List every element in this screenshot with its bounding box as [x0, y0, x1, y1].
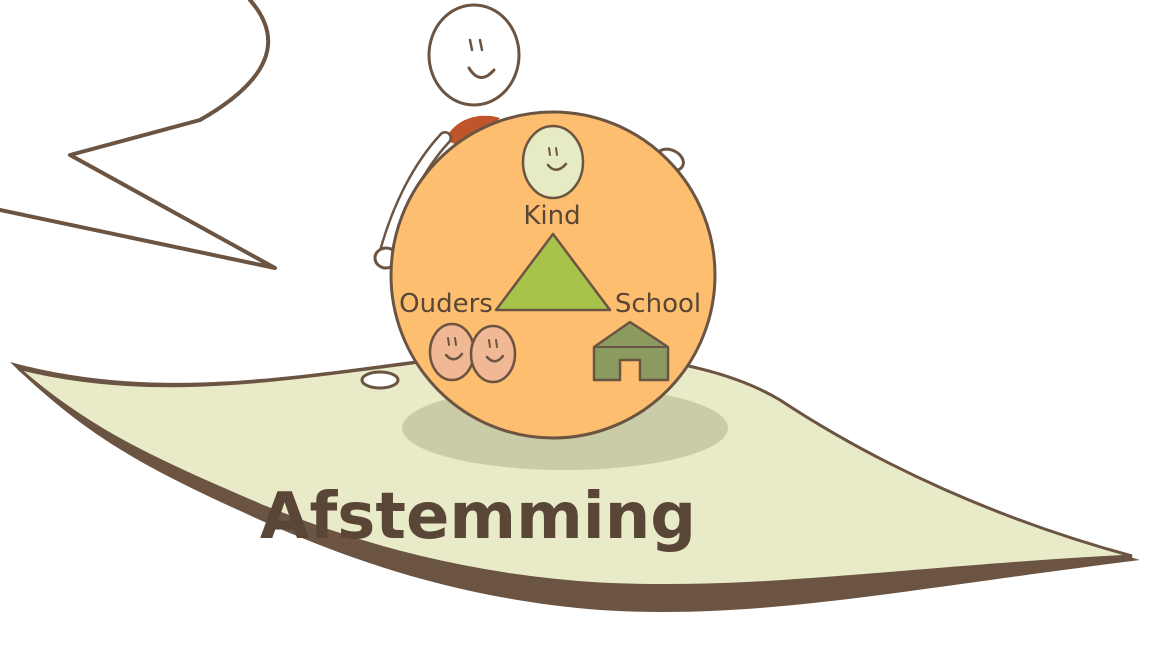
- ball: Kind Ouders School: [389, 110, 717, 440]
- person-left-arm-inner: [379, 133, 450, 263]
- title-afstemming: Afstemming: [260, 480, 696, 554]
- person-foot: [360, 370, 400, 390]
- person-eyes: [468, 38, 484, 52]
- label-ouders: Ouders: [399, 289, 493, 319]
- person-icon: [360, 3, 685, 390]
- zigzag-line: [0, 0, 277, 270]
- person-head: [427, 3, 521, 107]
- house-icon: [592, 320, 670, 382]
- triangle-icon: [494, 232, 612, 312]
- label-school: School: [615, 289, 701, 319]
- parent-faces-icon: [428, 322, 517, 384]
- person-smile: [467, 66, 496, 79]
- child-face-icon: [521, 124, 585, 200]
- label-kind: Kind: [523, 201, 580, 231]
